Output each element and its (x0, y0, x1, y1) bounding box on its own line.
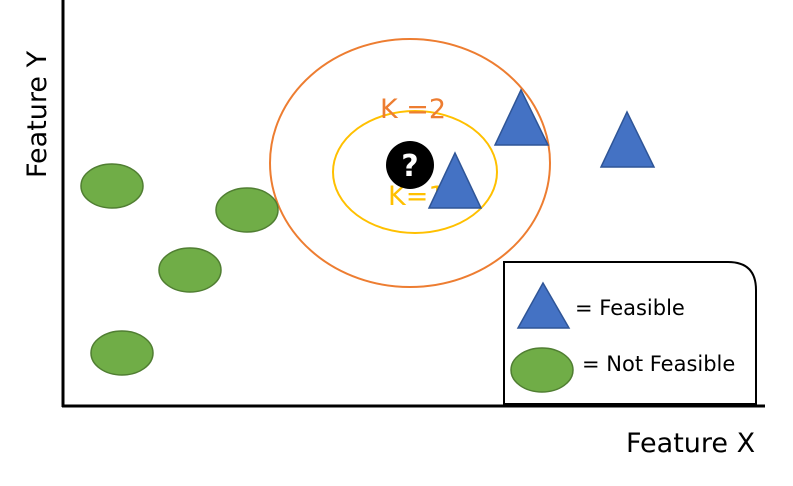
green-ellipse-icon (510, 347, 574, 393)
not-feasible-point (215, 187, 279, 233)
not-feasible-point (158, 247, 222, 293)
legend-feasible-label: = Feasible (575, 296, 685, 320)
k1-neighborhood-circle (332, 110, 498, 234)
y-axis-title: Feature Y (22, 50, 53, 178)
feasible-point (599, 110, 656, 168)
k2-label: K =2 (380, 94, 446, 125)
legend-not-feasible-label: = Not Feasible (582, 352, 735, 376)
feasible-point (493, 88, 550, 146)
k2-neighborhood-circle (269, 38, 551, 288)
not-feasible-point (90, 330, 154, 376)
not-feasible-point (80, 163, 144, 209)
query-symbol: ? (401, 149, 418, 184)
x-axis-title: Feature X (626, 428, 755, 459)
feasible-point (427, 151, 483, 209)
blue-triangle-icon (516, 281, 571, 329)
query-point-icon (386, 141, 434, 189)
